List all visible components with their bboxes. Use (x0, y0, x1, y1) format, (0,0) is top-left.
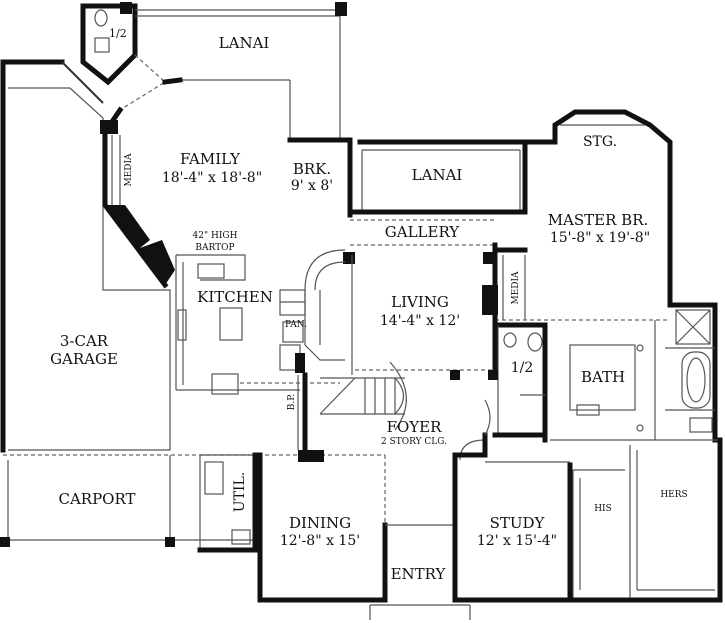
foyer-note-label: 2 STORY CLG. (381, 437, 447, 447)
foyer-walls (197, 372, 491, 553)
kitchen-label: KITCHEN (197, 288, 273, 306)
master-bath-walls (542, 302, 723, 603)
master-label: MASTER BR. (548, 211, 649, 229)
dining-walls (257, 452, 388, 603)
family-walls (100, 54, 353, 289)
half-bath-mid (492, 322, 548, 438)
bartop-label-1: 42" HIGH (193, 231, 238, 241)
living-walls (343, 219, 498, 380)
lanai-top-label: LANAI (219, 34, 270, 52)
study-walls (452, 452, 573, 603)
carport-label: CARPORT (58, 490, 135, 508)
foyer-label: FOYER (387, 418, 443, 436)
gallery-label: GALLERY (385, 223, 461, 241)
garage-label-2: GARAGE (50, 350, 118, 368)
lanai-mid-label: LANAI (412, 166, 463, 184)
brk-label: BRK. (293, 160, 331, 178)
util-label: UTIL. (232, 472, 248, 512)
bath-label: BATH (581, 368, 625, 386)
brk-size-label: 9' x 8' (291, 178, 333, 194)
lanai-mid (347, 139, 528, 215)
living-label: LIVING (391, 293, 449, 311)
hers-closet-label: HERS (660, 490, 687, 500)
family-size-label: 18'-4" x 18'-8" (162, 170, 262, 186)
study-size-label: 12' x 15'-4" (477, 533, 557, 549)
living-size-label: 14'-4" x 12' (380, 313, 460, 329)
entry-walls (369, 524, 471, 620)
stairs (295, 249, 407, 431)
master-size-label: 15'-8" x 19'-8" (550, 230, 650, 246)
half-bath-top (80, 2, 138, 86)
entry-label: ENTRY (391, 565, 447, 583)
media-right-label: MEDIA (511, 271, 521, 305)
dining-label: DINING (289, 514, 351, 532)
room-labels: 1/2 LANAI FAMILY 18'-4" x 18'-8" MEDIA B… (50, 27, 688, 583)
pantry-label: PAN. (285, 320, 307, 330)
his-closet-label: HIS (594, 504, 612, 514)
study-label: STUDY (490, 514, 546, 532)
stg-label: STG. (583, 134, 617, 150)
kitchen-walls (175, 254, 340, 395)
half-bath-mid-label: 1/2 (511, 360, 534, 376)
half-bath-top-label: 1/2 (109, 27, 127, 40)
garage-walls (0, 59, 260, 547)
bp-label: B.P. (287, 394, 297, 411)
media-left-label: MEDIA (124, 153, 134, 187)
family-label: FAMILY (180, 150, 241, 168)
master-bedroom-walls (492, 109, 673, 321)
bartop-label-2: BARTOP (195, 243, 234, 253)
dining-size-label: 12'-8" x 15' (280, 533, 360, 549)
lanai-top (135, 2, 347, 140)
garage-label-1: 3-CAR (60, 332, 109, 350)
